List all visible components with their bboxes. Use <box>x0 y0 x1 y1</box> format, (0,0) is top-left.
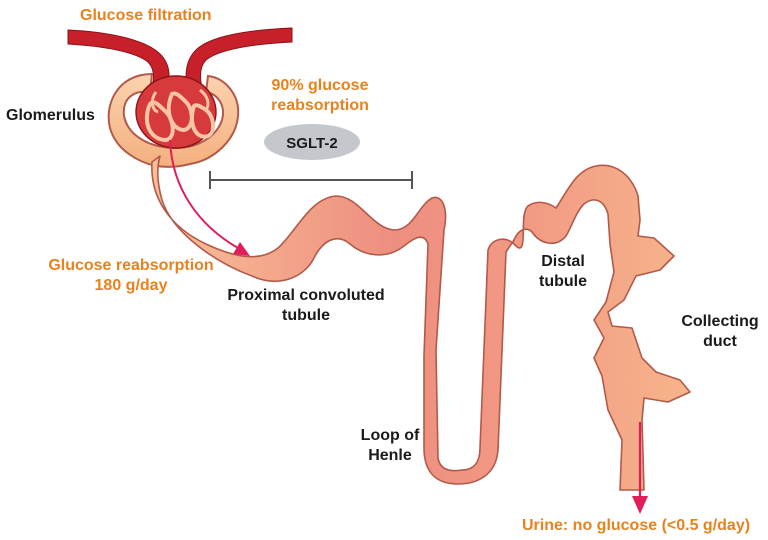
reabsorption-percent-line1: 90% glucose <box>258 76 382 96</box>
loop-of-henle-line1: Loop of <box>352 426 428 446</box>
glomerulus-tuft <box>136 76 216 148</box>
reabsorption-percent-label: 90% glucose reabsorption <box>258 76 382 116</box>
loop-of-henle-line2: Henle <box>352 446 428 466</box>
collecting-duct-line2: duct <box>672 332 768 352</box>
reabsorption-percent-line2: reabsorption <box>258 96 382 116</box>
proximal-tubule-line2: tubule <box>218 306 394 326</box>
urine-label: Urine: no glucose (<0.5 g/day) <box>522 516 750 536</box>
sglt2-span-bracket <box>210 171 412 189</box>
reabsorption-amount-label: Glucose reabsorption 180 g/day <box>26 256 236 296</box>
distal-tubule-line2: tubule <box>528 272 598 292</box>
reabsorption-arrowhead <box>233 242 250 256</box>
proximal-tubule-line1: Proximal convoluted <box>218 286 394 306</box>
distal-tubule-label: Distal tubule <box>528 252 598 292</box>
collecting-duct-label: Collecting duct <box>672 312 768 352</box>
distal-tubule-line1: Distal <box>528 252 598 272</box>
loop-of-henle-label: Loop of Henle <box>352 426 428 466</box>
reabsorption-amount-line1: Glucose reabsorption <box>26 256 236 276</box>
glucose-filtration-label: Glucose filtration <box>80 6 212 26</box>
glomerulus-label: Glomerulus <box>6 106 95 126</box>
collecting-duct-line1: Collecting <box>672 312 768 332</box>
reabsorption-amount-line2: 180 g/day <box>26 276 236 296</box>
sglt2-label: SGLT-2 <box>286 135 337 152</box>
proximal-tubule-label: Proximal convoluted tubule <box>218 286 394 326</box>
